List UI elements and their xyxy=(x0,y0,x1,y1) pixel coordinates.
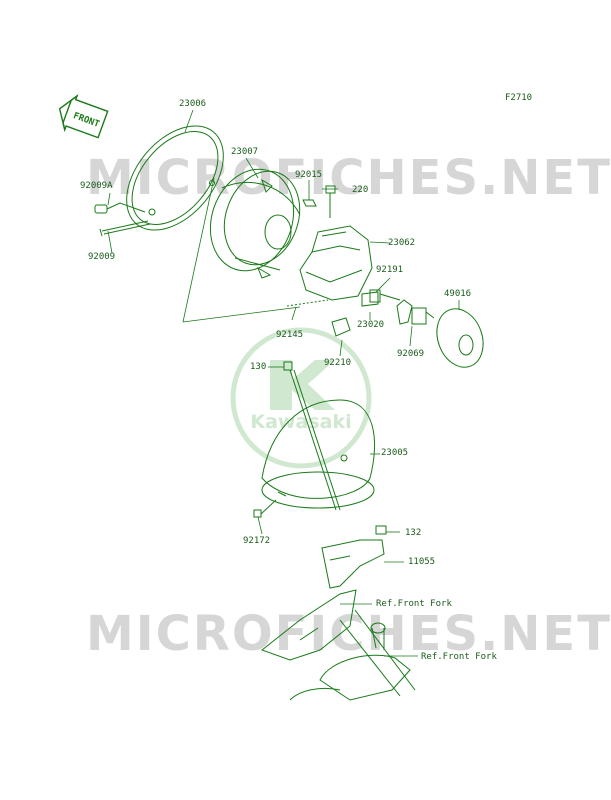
part-92009-screw xyxy=(99,220,151,237)
part-92009A-bolt xyxy=(94,202,146,214)
leader-lines xyxy=(107,109,460,657)
part-label-23062: 23062 xyxy=(388,238,416,248)
part-label-92069: 92069 xyxy=(397,349,425,359)
part-label-23005: 23005 xyxy=(381,448,409,458)
part-23007-headlight-unit xyxy=(209,168,301,279)
front-badge-text: FRONT xyxy=(72,111,101,130)
part-label-220: 220 xyxy=(352,185,369,195)
part-label-130: 130 xyxy=(250,362,267,372)
watermark-bottom: MICROFICHES.NET xyxy=(86,606,611,662)
part-11055-bracket xyxy=(321,539,385,589)
part-label-49016: 49016 xyxy=(444,289,472,299)
ref-front-fork-label-lower: Ref.Front Fork xyxy=(421,652,497,662)
part-label-92172: 92172 xyxy=(243,536,271,546)
part-label-92145: 92145 xyxy=(276,330,304,340)
front-arrow-icon: FRONT xyxy=(58,94,109,139)
part-92172-screw xyxy=(253,499,277,518)
part-92191-tube xyxy=(369,289,401,303)
part-92210-plate xyxy=(331,317,351,337)
part-220-screw xyxy=(325,185,336,218)
part-23005-housing xyxy=(261,399,376,509)
part-label-92191: 92191 xyxy=(376,265,404,275)
watermark-top: MICROFICHES.NET xyxy=(86,150,611,206)
kawasaki-logo: Kawasaki xyxy=(230,327,372,469)
part-130-screw xyxy=(283,361,341,511)
front-fork-assembly xyxy=(260,589,416,701)
part-label-92015: 92015 xyxy=(295,170,323,180)
part-label-132: 132 xyxy=(405,528,422,538)
part-label-11055: 11055 xyxy=(408,557,436,567)
part-92145-spring xyxy=(286,299,329,307)
part-label-92009: 92009 xyxy=(88,252,116,262)
part-label-23006: 23006 xyxy=(179,99,207,109)
part-132-bolt xyxy=(375,525,387,535)
part-23062-socket-housing xyxy=(299,225,373,301)
part-23006-rim-ring xyxy=(126,125,224,231)
part-49016-cover xyxy=(436,308,484,368)
part-92069-bulb xyxy=(396,299,435,325)
part-92015-nut xyxy=(302,199,317,207)
part-label-92009A: 92009A xyxy=(80,181,113,191)
ref-front-fork-label-upper: Ref.Front Fork xyxy=(376,599,452,609)
logo-text: Kawasaki xyxy=(250,411,351,433)
part-23020-holder xyxy=(361,291,379,307)
part-label-23007: 23007 xyxy=(231,147,259,157)
part-label-23020: 23020 xyxy=(357,320,385,330)
figure-code: F2710 xyxy=(505,93,533,103)
part-label-92210: 92210 xyxy=(324,358,352,368)
